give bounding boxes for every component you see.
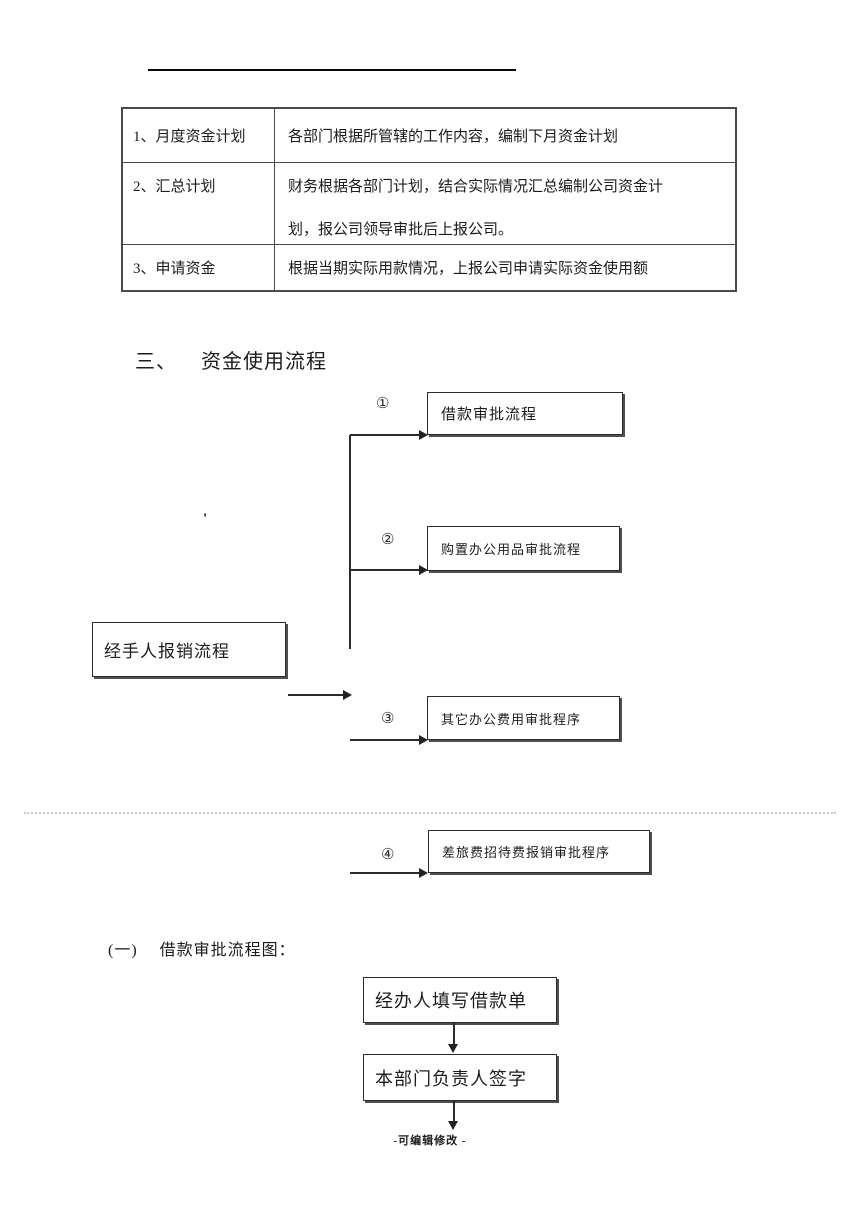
- branch-box-loan-approval: 借款审批流程: [427, 392, 623, 435]
- arrow-right-icon: [419, 868, 428, 878]
- connector-line: [350, 569, 420, 571]
- connector-line: [350, 739, 420, 741]
- branch-number: ④: [381, 847, 395, 863]
- connector-line: [350, 872, 420, 874]
- row-label: 1、月度资金计划: [123, 109, 275, 162]
- trunk-line: [349, 435, 351, 649]
- branch-number: ③: [381, 711, 395, 727]
- connector-line: [453, 1101, 455, 1121]
- page-break-dotted-line: [24, 812, 836, 814]
- arrow-right-icon: [419, 565, 428, 575]
- arrow-down-icon: [448, 1121, 458, 1130]
- subsection-title: 借款审批流程图：: [159, 942, 296, 959]
- arrow-right-icon: [419, 430, 428, 440]
- source-box-handler-reimbursement: 经手人报销流程: [92, 622, 286, 677]
- row-desc-line: 财务根据各部门计划，结合实际情况汇总编制公司资金计: [288, 179, 664, 195]
- connector-line: [350, 434, 420, 436]
- arrow-right-icon: [343, 690, 352, 700]
- table-row: 2、汇总计划 财务根据各部门计划，结合实际情况汇总编制公司资金计 划，报公司领导…: [123, 163, 735, 245]
- arrow-right-icon: [419, 735, 428, 745]
- row-desc: 根据当期实际用款情况，上报公司申请实际资金使用额: [288, 261, 649, 277]
- branch-number: ①: [376, 396, 390, 412]
- section-title: 资金使用流程: [201, 351, 327, 373]
- plan-table: 1、月度资金计划 各部门根据所管辖的工作内容，编制下月资金计划 2、汇总计划 财…: [121, 107, 737, 292]
- stray-mark: ': [203, 511, 208, 527]
- connector-line: [288, 694, 344, 696]
- section-numeral: 三、: [135, 351, 177, 373]
- loan-step-dept-head-sign: 本部门负责人签字: [363, 1054, 557, 1101]
- top-rule: [148, 69, 516, 71]
- row-label: 2、汇总计划: [123, 163, 275, 244]
- subsection-heading: (一) 借款审批流程图：: [108, 936, 296, 960]
- arrow-down-icon: [448, 1044, 458, 1053]
- branch-box-travel-entertainment: 差旅费招待费报销审批程序: [428, 830, 650, 873]
- footer-editable-note: -可编辑修改 -: [393, 1135, 467, 1147]
- loan-step-fill-form: 经办人填写借款单: [363, 977, 557, 1023]
- subsection-numeral: (一): [108, 942, 138, 959]
- branch-number: ②: [381, 532, 395, 548]
- table-row: 3、申请资金 根据当期实际用款情况，上报公司申请实际资金使用额: [123, 245, 735, 290]
- row-desc: 各部门根据所管辖的工作内容，编制下月资金计划: [288, 129, 619, 145]
- row-label: 3、申请资金: [123, 245, 275, 290]
- row-desc: 财务根据各部门计划，结合实际情况汇总编制公司资金计 划，报公司领导审批后上报公司…: [275, 163, 735, 244]
- branch-box-other-office-expense: 其它办公费用审批程序: [427, 696, 620, 740]
- row-desc-line: 划，报公司领导审批后上报公司。: [288, 222, 514, 238]
- table-row: 1、月度资金计划 各部门根据所管辖的工作内容，编制下月资金计划: [123, 109, 735, 163]
- section-heading: 三、 资金使用流程: [135, 345, 327, 374]
- branch-box-office-supplies: 购置办公用品审批流程: [427, 526, 620, 571]
- connector-line: [453, 1023, 455, 1044]
